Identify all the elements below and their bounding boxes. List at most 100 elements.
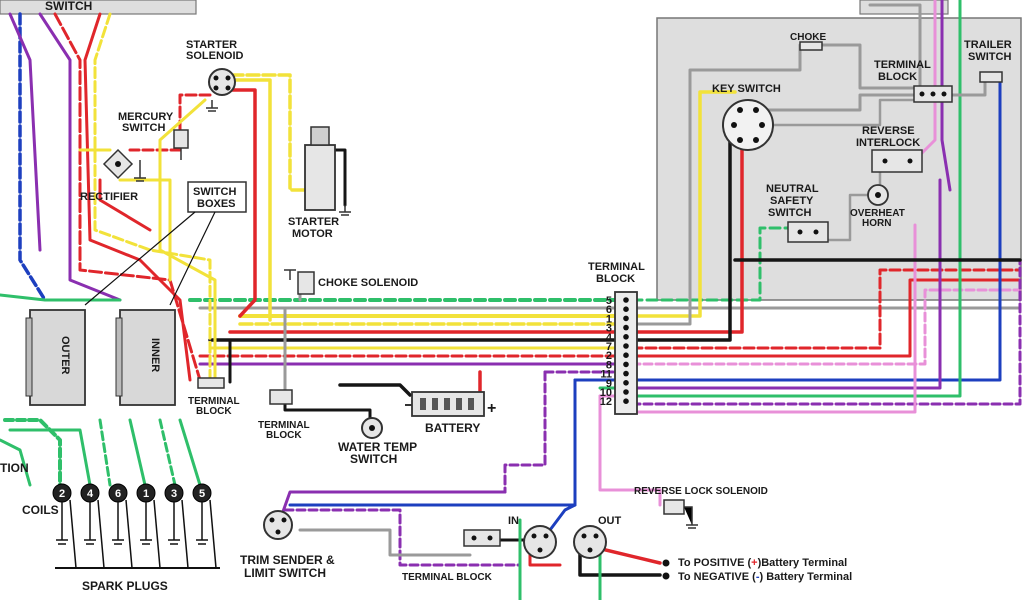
terminal-block-small	[197, 377, 225, 389]
coil-ground	[140, 502, 152, 545]
label-overheat-horn: OVERHEAT	[850, 208, 905, 219]
label-battery-plus: +	[487, 400, 496, 417]
panel-harness	[630, 0, 1022, 414]
mercury-switch	[173, 129, 189, 160]
coil-number: 3	[171, 488, 177, 500]
terminal-number: 10	[600, 387, 612, 399]
switch-box-outer	[25, 309, 86, 406]
terminal-number: 7	[606, 341, 612, 353]
label-switch-boxes-2: BOXES	[197, 198, 236, 210]
label-starter-solenoid-2: SOLENOID	[186, 50, 244, 62]
positive-terminal-dot	[662, 559, 670, 567]
terminal-number: 6	[606, 304, 612, 316]
label-reverse-interlock-2: INTERLOCK	[856, 137, 920, 149]
terminal-post	[623, 352, 629, 359]
terminal-post	[623, 306, 629, 313]
coil-number: 4	[87, 488, 94, 500]
label-terminal-block-small: TERMINAL	[188, 396, 240, 407]
reverse-interlock	[871, 149, 923, 173]
choke-switch	[799, 41, 823, 51]
coil: 5	[192, 483, 217, 569]
label-coils: COILS	[22, 503, 59, 517]
label-out: OUT	[598, 515, 622, 527]
terminal-post	[623, 343, 629, 349]
left-harness	[0, 12, 212, 487]
label-choke-solenoid: CHOKE SOLENOID	[318, 277, 418, 289]
label-trailer-switch: TRAILER	[964, 39, 1012, 51]
terminal-post	[623, 389, 629, 395]
terminal-number: 4	[606, 332, 613, 344]
terminal-number: 2	[606, 350, 612, 362]
negative-terminal-dot	[662, 572, 670, 580]
label-mercury-switch-2: SWITCH	[122, 122, 165, 134]
coil: 4	[80, 483, 105, 569]
label-water-temp: WATER TEMP	[338, 440, 417, 454]
coils: 2 4 6 1 3 5	[52, 483, 217, 569]
main-terminal-block	[614, 291, 638, 415]
coil-ground	[84, 502, 96, 545]
positive-terminal-sign: +	[751, 557, 757, 569]
terminal-number: 5	[606, 295, 612, 307]
coil: 6	[108, 483, 133, 569]
label-starter-motor: STARTER	[288, 216, 339, 228]
label-spark-plugs: SPARK PLUGS	[82, 579, 168, 593]
label-terminal-block-bottom: TERMINAL BLOCK	[402, 572, 493, 583]
terminal-post	[623, 361, 629, 368]
label-terminal-block-main-2: BLOCK	[596, 273, 635, 285]
label-reverse-lock-solenoid: REVERSE LOCK SOLENOID	[634, 486, 768, 497]
coil: 3	[164, 483, 189, 569]
terminal-number: 3	[606, 323, 612, 335]
label-outer: OUTER	[59, 336, 71, 375]
coil-ground	[196, 502, 208, 545]
positive-terminal-suffix: )Battery Terminal	[758, 557, 848, 569]
label-battery: BATTERY	[425, 421, 480, 435]
label-neutral-safety: NEUTRAL	[766, 183, 819, 195]
coil-ground	[112, 502, 124, 545]
switch-boxes-callout	[187, 181, 247, 213]
negative-terminal-prefix: To NEGATIVE (	[678, 571, 756, 583]
top-left-switch-box	[0, 0, 197, 15]
coil-number: 6	[115, 488, 121, 500]
label-rectifier: RECTIFIER	[80, 191, 138, 203]
terminal-post	[623, 315, 629, 322]
label-starter-motor-2: MOTOR	[292, 228, 333, 240]
terminal-post	[623, 334, 629, 340]
trim-sender	[263, 510, 293, 540]
label-reverse-interlock: REVERSE	[862, 125, 915, 137]
spark-plug-lead	[97, 499, 105, 569]
label-inner: INNER	[149, 338, 161, 372]
label-terminal-block-panel: TERMINAL	[874, 59, 931, 71]
callout-pointers	[84, 211, 216, 306]
reverse-lock-solenoid	[663, 499, 698, 529]
dash-panel	[656, 17, 1022, 301]
terminal-block-left	[269, 389, 293, 405]
label-starter-solenoid: STARTER	[186, 39, 237, 51]
starter-wires	[128, 73, 347, 397]
out-solenoid	[573, 525, 607, 559]
negative-terminal-sign: -	[756, 571, 760, 583]
label-overheat-horn-2: HORN	[862, 218, 891, 229]
label-terminal-block-left: TERMINAL	[258, 420, 310, 431]
label-neutral-safety-2: SAFETY	[770, 195, 814, 207]
positive-terminal-prefix: To POSITIVE (	[678, 557, 751, 569]
neutral-safety-switch	[787, 221, 829, 243]
trailer-switch	[979, 71, 1003, 83]
label-mercury-switch: MERCURY	[118, 111, 174, 123]
coil-ground	[168, 502, 180, 545]
coil-number: 2	[59, 488, 65, 500]
choke-solenoid	[284, 269, 315, 295]
terminal-post	[623, 324, 629, 331]
terminal-number: 1	[606, 313, 612, 325]
coil: 2	[52, 483, 77, 569]
terminal-post	[623, 398, 629, 405]
coil-number: 5	[199, 488, 205, 500]
label-ignition-partial: TION	[0, 461, 29, 475]
terminal-post	[623, 370, 629, 377]
starter-solenoid	[206, 68, 236, 112]
terminal-number: 8	[606, 359, 612, 371]
label-terminal-block-main: TERMINAL	[588, 261, 645, 273]
coil-number: 1	[143, 488, 149, 500]
label-negative-terminal: To NEGATIVE (-) Battery Terminal	[678, 571, 852, 583]
